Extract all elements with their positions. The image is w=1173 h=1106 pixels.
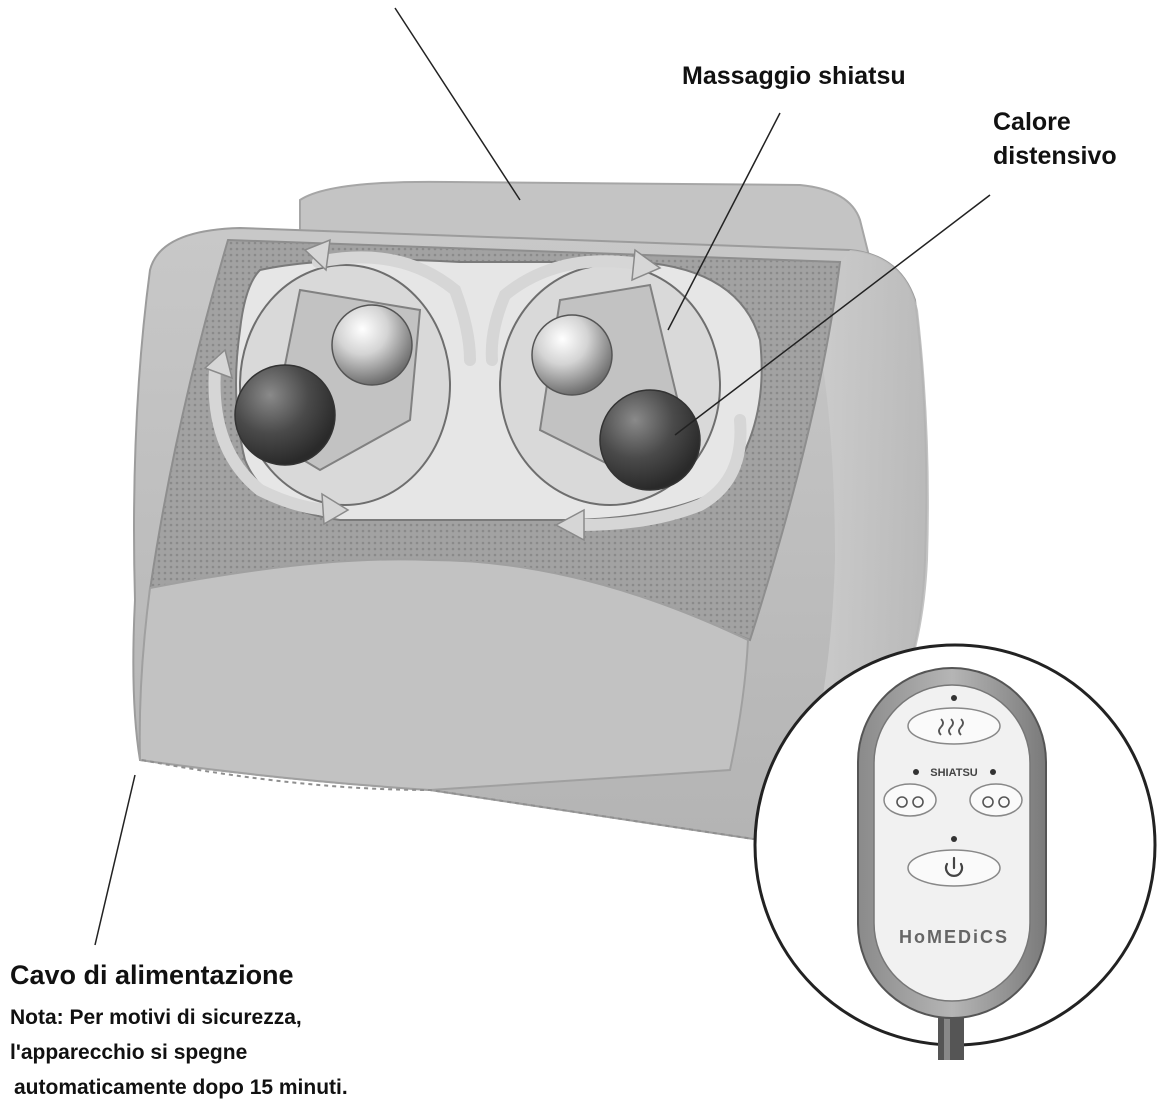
arrow-heads xyxy=(203,238,662,542)
label-power-cord: Cavo di alimentazione xyxy=(10,960,294,990)
rotation-arrows xyxy=(208,251,747,531)
heat-button[interactable] xyxy=(907,707,1001,745)
label-soothing-heat: Calore distensivo xyxy=(993,105,1117,173)
note-line-2: l'apparecchio si spegne xyxy=(10,1041,248,1064)
leader-lines xyxy=(94,7,991,946)
remote-brand: HoMEDiCS xyxy=(899,927,1009,947)
safety-note: Nota: Per motivi di sicurezza, l'apparec… xyxy=(10,1000,348,1105)
node-dark-left xyxy=(234,364,336,466)
note-line-3: automaticamente dopo 15 minuti. xyxy=(14,1076,348,1099)
node-dark-right xyxy=(599,389,701,491)
shiatsu-button-1[interactable] xyxy=(883,783,937,817)
shiatsu-icon xyxy=(896,796,1010,808)
remote-mode-label: SHIATSU xyxy=(930,767,978,779)
power-icon xyxy=(944,856,964,877)
note-line-1: Nota: Per motivi di sicurezza, xyxy=(10,1006,302,1029)
remote-face xyxy=(873,684,1031,1002)
shiatsu-button-2[interactable] xyxy=(969,783,1023,817)
label-heat-line2: distensivo xyxy=(993,142,1117,170)
node-light-right xyxy=(531,314,613,396)
heat-waves-icon xyxy=(938,718,964,736)
label-shiatsu-massage: Massaggio shiatsu xyxy=(682,62,906,90)
label-heat-line1: Calore xyxy=(993,108,1071,136)
seam-line xyxy=(141,759,761,841)
node-light-left xyxy=(331,304,413,386)
front-cushion xyxy=(138,558,750,792)
